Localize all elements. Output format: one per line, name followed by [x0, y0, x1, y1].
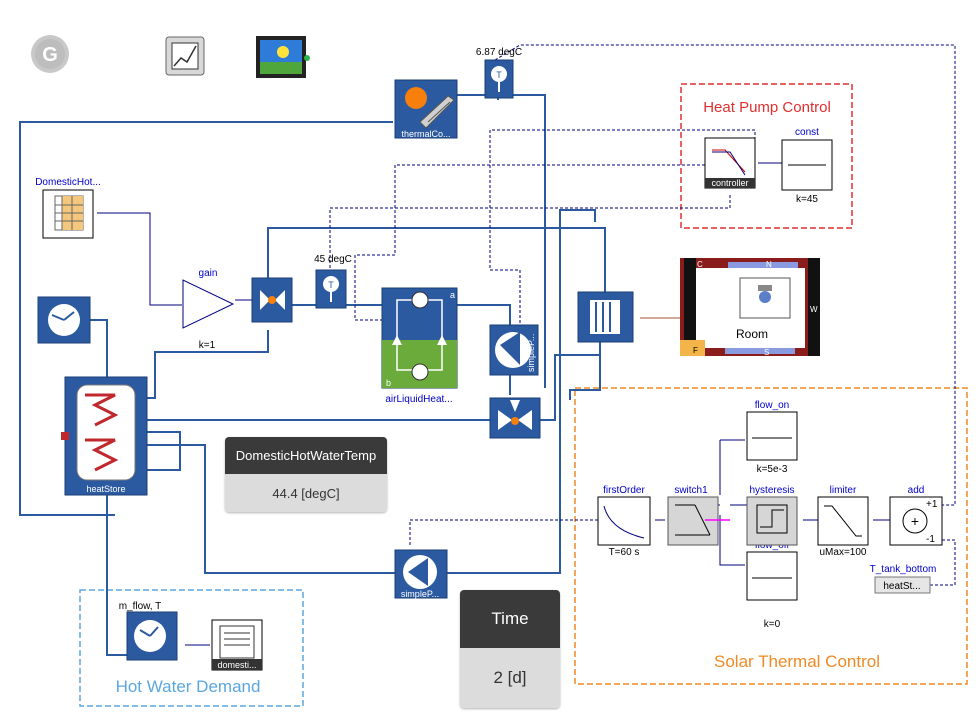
- add-label: add: [908, 485, 925, 496]
- room-label-f: F: [693, 346, 698, 355]
- gain-k-label: k=1: [199, 340, 216, 351]
- first-order-t-label: T=60 s: [609, 547, 640, 558]
- add-plus-label: +1: [926, 499, 938, 510]
- demand-file-block[interactable]: domesti...: [211, 619, 263, 671]
- limiter-block[interactable]: limiter uMax=100: [817, 485, 869, 558]
- heat-pump-port-b: b: [386, 378, 391, 388]
- heat-st-label: heatSt...: [883, 581, 920, 592]
- room-label-c: C: [697, 260, 703, 269]
- dhw-temp-value: 44.4 [degC]: [225, 474, 387, 512]
- heat-pump-control-group: Heat Pump Control: [680, 83, 853, 229]
- flow-off-k-label: k=0: [764, 619, 781, 630]
- hysteresis-block[interactable]: hysteresis: [746, 485, 798, 546]
- room-label-e: E: [720, 305, 725, 314]
- add-block[interactable]: add + +1 -1: [889, 485, 943, 546]
- flow-off-block[interactable]: flow_off k=0: [746, 540, 798, 630]
- hot-water-demand-title: Hot Water Demand: [116, 677, 261, 696]
- plot-icon[interactable]: [165, 36, 205, 76]
- dhw-table[interactable]: DomesticHot...: [35, 177, 101, 239]
- add-minus-label: -1: [926, 534, 935, 545]
- t-tank-bottom-block[interactable]: T_tank_bottom heatSt...: [870, 564, 937, 594]
- time-display: Time 2 [d]: [460, 590, 560, 708]
- hot-water-demand-group: Hot Water Demand: [79, 589, 304, 707]
- heat-pump[interactable]: a b airLiquidHeat...: [381, 287, 458, 405]
- heat-pump-port-a: a: [450, 290, 455, 300]
- time-value: 2 [d]: [460, 648, 560, 708]
- temp-sensor-mid-symbol: T: [328, 280, 334, 290]
- heat-store[interactable]: heatStore: [61, 376, 148, 496]
- switch1-block[interactable]: switch1: [667, 485, 730, 546]
- dhw-temp-display: DomesticHotWaterTemp 44.4 [degC]: [225, 437, 387, 512]
- pump-bottom[interactable]: simpleP...: [394, 549, 448, 599]
- temp-top-label: 6.87 degC: [476, 47, 522, 58]
- domestic-label: domesti...: [217, 660, 256, 670]
- heat-store-label: heatStore: [86, 484, 125, 494]
- hysteresis-label: hysteresis: [749, 485, 794, 496]
- three-way-valve[interactable]: [251, 277, 293, 323]
- room-label: Room: [736, 327, 768, 341]
- dashed-signals: [329, 44, 956, 586]
- room-label-w: W: [810, 305, 818, 314]
- limiter-label: limiter: [830, 485, 857, 496]
- switch1-label: switch1: [674, 485, 708, 496]
- gain-label: gain: [199, 268, 218, 279]
- m-flow-label: m_flow, T: [119, 601, 162, 612]
- add-sign: +: [911, 513, 919, 529]
- const-k-label: k=45: [796, 194, 818, 205]
- logo-icon: G: [31, 35, 69, 73]
- t-tank-bottom-label: T_tank_bottom: [870, 564, 937, 575]
- temperature-sensor-top[interactable]: T 6.87 degC: [476, 47, 522, 99]
- controller-block[interactable]: controller: [704, 137, 756, 189]
- time-title: Time: [460, 590, 560, 648]
- heat-pump-control-title: Heat Pump Control: [703, 99, 831, 116]
- controller-label: controller: [711, 178, 748, 188]
- pump-top-label: simpleP...: [526, 334, 536, 372]
- temperature-sensor-mid[interactable]: T 45 degC: [314, 254, 352, 309]
- temp-mid-label: 45 degC: [314, 254, 352, 265]
- return-valve[interactable]: [489, 397, 541, 439]
- expansion-vessel[interactable]: [37, 296, 91, 344]
- limiter-u-label: uMax=100: [820, 547, 867, 558]
- pump-bottom-label: simpleP...: [401, 589, 439, 599]
- solar-thermal-control-title: Solar Thermal Control: [714, 652, 880, 671]
- radiator[interactable]: [577, 291, 634, 343]
- solar-thermal-control-group: Solar Thermal Control: [574, 387, 968, 685]
- const-block[interactable]: const k=45: [781, 127, 833, 205]
- first-order-block[interactable]: firstOrder T=60 s: [597, 485, 651, 558]
- pump-top[interactable]: simpleP...: [489, 324, 539, 376]
- room-label-s: S: [764, 348, 769, 357]
- heat-pump-label: airLiquidHeat...: [385, 394, 452, 405]
- demand-source-block[interactable]: m_flow, T: [119, 601, 178, 661]
- temp-sensor-top-symbol: T: [496, 70, 502, 80]
- flow-on-k-label: k=5e-3: [757, 464, 788, 475]
- thermal-collector[interactable]: thermalCo...: [394, 79, 458, 139]
- animation-icon[interactable]: [256, 36, 310, 78]
- room-label-n: N: [766, 260, 772, 269]
- gain-block[interactable]: gain k=1: [182, 268, 235, 351]
- flow-on-label: flow_on: [755, 400, 789, 411]
- thermal-collector-label: thermalCo...: [401, 129, 450, 139]
- room-block[interactable]: Room C N E W F S: [680, 258, 820, 357]
- logo-letter: G: [42, 44, 58, 66]
- const-label: const: [795, 127, 819, 138]
- dhw-table-label: DomesticHot...: [35, 177, 101, 188]
- dhw-temp-title: DomesticHotWaterTemp: [225, 437, 387, 474]
- signal-connections: [97, 162, 890, 646]
- flow-on-block[interactable]: flow_on k=5e-3: [746, 400, 798, 475]
- first-order-label: firstOrder: [603, 485, 645, 496]
